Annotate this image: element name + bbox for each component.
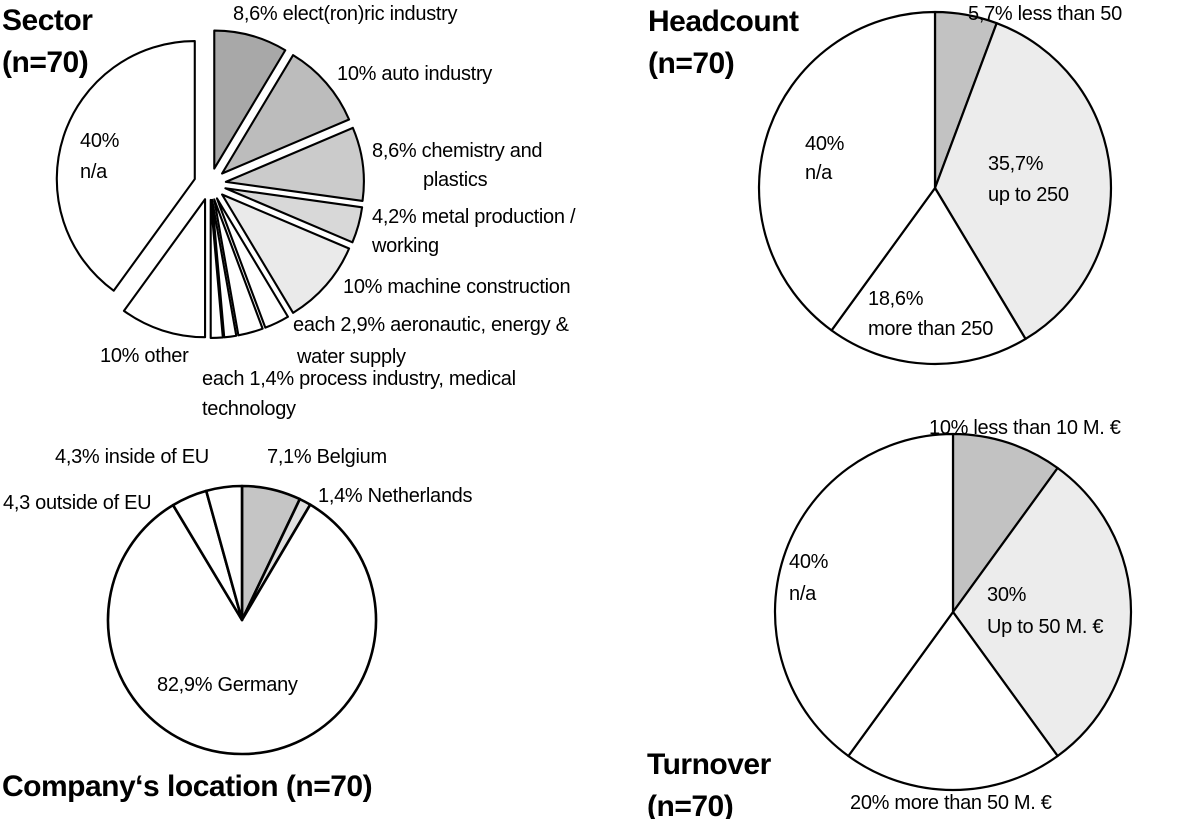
sector-label-na-line1: 40% <box>80 130 120 152</box>
sector-label-metal-line2: working <box>372 235 439 257</box>
turnover-title: Turnover (n=70) <box>647 744 771 819</box>
headcount-slice-n-a <box>757 10 937 332</box>
sector-slice-n-a <box>55 40 196 292</box>
headcount-title: Headcount (n=70) <box>648 1 799 85</box>
location-title: Company‘s location (n=70) <box>2 766 373 808</box>
location-label-outside: 4,3 outside of EU <box>3 492 152 514</box>
headcount-label-upto-line1: 35,7% <box>988 153 1044 175</box>
sector-label-chemistry-line2: plastics <box>423 169 488 191</box>
turnover-label-more: 20% more than 50 M. € <box>850 792 1052 814</box>
location-label-germany: 82,9% Germany <box>157 674 298 696</box>
sector-slice-elect-ron-ric-industry <box>213 29 287 170</box>
headcount-label-na-line1: 40% <box>805 133 845 155</box>
sector-label-metal-line1: 4,2% metal production / <box>372 206 576 228</box>
sector-pie <box>55 29 365 340</box>
turnover-label-upto-line2: Up to 50 M. € <box>987 616 1104 638</box>
turnover-slice-more-than-50-m <box>847 610 1059 792</box>
headcount-pie <box>757 10 1113 366</box>
turnover-label-na-line1: 40% <box>789 551 829 573</box>
turnover-slice-n-a <box>773 432 955 758</box>
turnover-slice-up-to-50-m <box>951 466 1133 758</box>
sector-label-each29-line2: water supply <box>297 346 406 368</box>
sector-label-na-line2: n/a <box>80 161 107 183</box>
sector-title-line1: Sector <box>2 4 93 37</box>
headcount-label-less50: 5,7% less than 50 <box>968 3 1122 25</box>
location-slice-germany <box>106 503 378 756</box>
sector-slice-machine-construction <box>221 193 351 314</box>
location-label-netherlands: 1,4% Netherlands <box>318 485 473 507</box>
sector-slice-medical-technology <box>209 198 224 340</box>
sector-label-each14-line1: each 1,4% process industry, medical <box>202 368 516 390</box>
location-label-belgium: 7,1% Belgium <box>267 446 387 468</box>
location-label-inside: 4,3% inside of EU <box>55 446 209 468</box>
turnover-label-upto-line1: 30% <box>987 584 1027 606</box>
turnover-title-line1: Turnover <box>647 748 771 781</box>
turnover-slice-less-than-10-m <box>951 432 1059 614</box>
sector-label-chemistry-line1: 8,6% chemistry and <box>372 140 543 162</box>
turnover-label-na-line2: n/a <box>789 583 816 605</box>
turnover-pie <box>773 432 1133 792</box>
sector-slice-auto-industry <box>221 54 351 175</box>
location-title-line1: Company‘s location (n=70) <box>2 770 373 803</box>
sector-label-each29-line1: each 2,9% aeronautic, energy & <box>293 314 569 336</box>
sector-label-other: 10% other <box>100 345 189 367</box>
sector-slice-process-industry <box>211 198 238 339</box>
sector-label-machine: 10% machine construction <box>343 276 571 298</box>
turnover-title-line2: (n=70) <box>647 790 734 819</box>
headcount-label-more-line1: 18,6% <box>868 288 924 310</box>
sector-slice-other <box>122 198 207 339</box>
headcount-label-upto-line2: up to 250 <box>988 184 1069 206</box>
sector-slice-chemistry-and-plastics <box>224 126 365 202</box>
headcount-label-na-line2: n/a <box>805 162 832 184</box>
sector-slice-metal-production-working <box>224 187 364 244</box>
headcount-title-line1: Headcount <box>648 5 799 38</box>
location-pie <box>106 484 378 756</box>
headcount-slice-more-than-250 <box>830 186 1027 366</box>
headcount-label-more-line2: more than 250 <box>868 318 994 340</box>
sector-slice-aeronautic <box>215 197 289 329</box>
sector-slice-energy-water-supply <box>213 198 264 337</box>
sector-label-each14-line2: technology <box>202 398 296 420</box>
turnover-label-less: 10% less than 10 M. € <box>929 417 1121 439</box>
sector-title: Sector (n=70) <box>2 0 93 84</box>
sector-label-auto: 10% auto industry <box>337 63 492 85</box>
sector-label-elect: 8,6% elect(ron)ric industry <box>233 3 458 25</box>
sector-title-line2: (n=70) <box>2 46 89 79</box>
location-slice-inside-of-eu <box>204 484 244 622</box>
headcount-title-line2: (n=70) <box>648 47 735 80</box>
